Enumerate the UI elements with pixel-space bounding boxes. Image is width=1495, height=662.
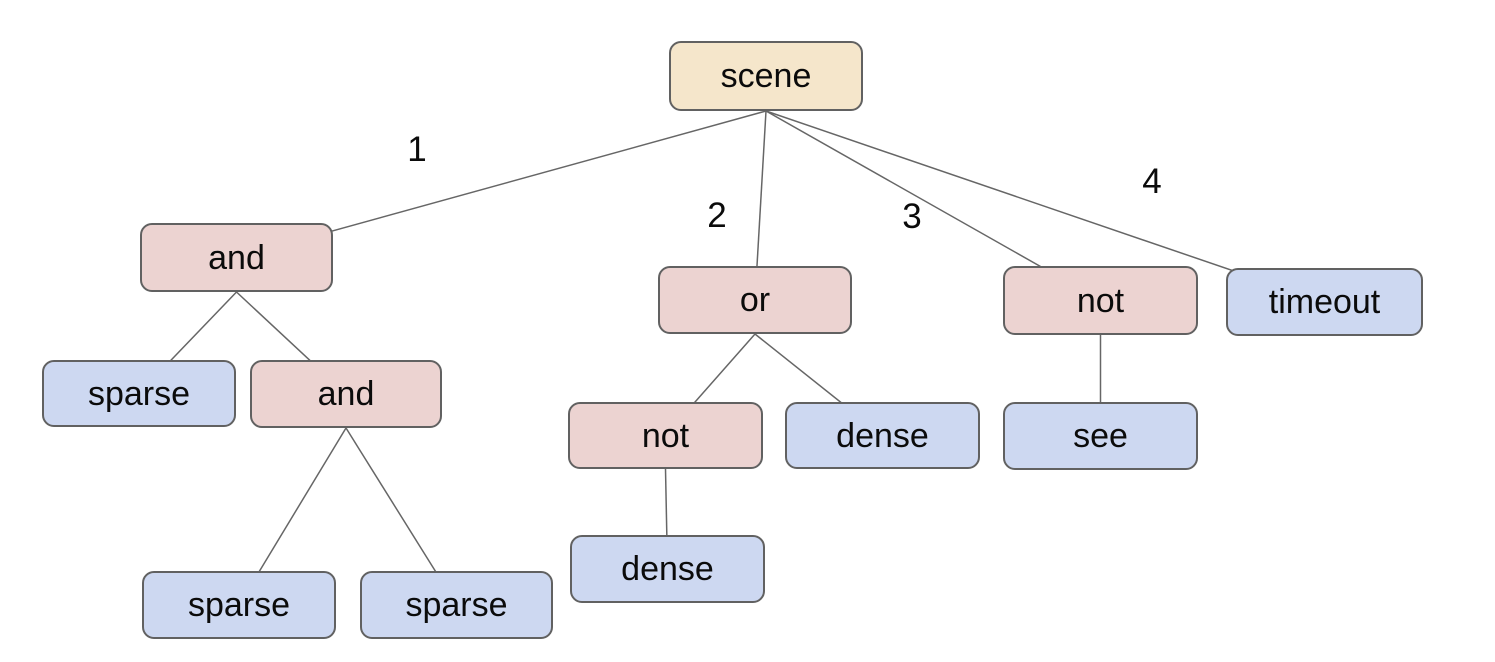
tree-node-and-1: and xyxy=(140,223,333,292)
tree-node-dense-1: dense xyxy=(785,402,980,469)
tree-node-label: not xyxy=(1076,281,1125,320)
edge-order-label: 4 xyxy=(1142,162,1162,201)
tree-node-label: sparse xyxy=(405,586,508,624)
tree-node-label: sparse xyxy=(187,586,291,624)
tree-node-sparse-2: sparse xyxy=(142,571,336,639)
tree-node-label: dense xyxy=(621,550,714,588)
edge-order-label: 2 xyxy=(707,196,727,235)
tree-node-label: and xyxy=(317,375,375,413)
tree-node-not-2: not xyxy=(568,402,763,469)
tree-node-timeout-1: timeout xyxy=(1226,268,1423,336)
tree-node-dense-2: dense xyxy=(570,535,765,603)
tree-node-label: see xyxy=(1073,417,1128,455)
tree-node-sparse-3: sparse xyxy=(360,571,553,639)
edge-order-label: 3 xyxy=(902,197,922,236)
tree-node-label: and xyxy=(208,238,265,277)
tree-node-label: scene xyxy=(720,57,812,95)
tree-node-and-2: and xyxy=(250,360,442,428)
tree-node-label: dense xyxy=(836,416,929,455)
tree-node-label: not xyxy=(641,416,690,455)
tree-node-not-1: not xyxy=(1003,266,1198,335)
edge-order-label: 1 xyxy=(407,130,427,169)
tree-node-sparse-1: sparse xyxy=(42,360,236,427)
tree-node-scene: scene xyxy=(669,41,863,111)
tree-node-label: timeout xyxy=(1268,283,1381,321)
tree-node-label: or xyxy=(739,281,771,319)
tree-node-or-1: or xyxy=(658,266,852,334)
tree-node-label: sparse xyxy=(87,374,191,413)
tree-node-see-1: see xyxy=(1003,402,1198,470)
